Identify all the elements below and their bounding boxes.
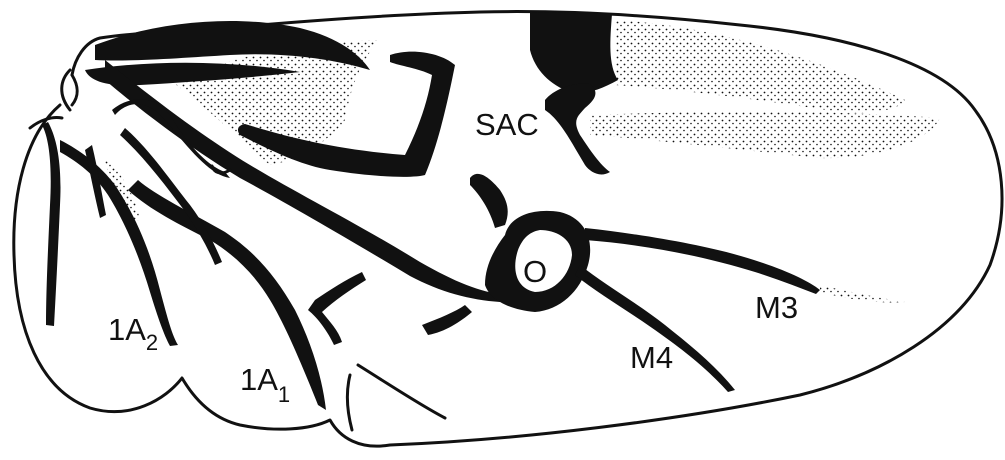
stipple-apical [615,20,905,113]
anal-crossvein [308,272,366,345]
stipple-m3-tip [820,285,905,303]
vein-2a [42,122,61,326]
label-1a2: 1A2 [108,312,158,355]
label-m3: M3 [755,290,798,325]
label-1a2-base: 1A [108,312,146,347]
label-1a2-sub: 2 [146,330,158,355]
label-1a1-base: 1A [240,362,278,397]
o-cell-stub-lower [422,305,472,335]
stipple-mid-band [590,112,940,159]
label-sac: SAC [475,107,539,142]
m3-vein [585,228,820,294]
label-1a1-sub: 1 [278,382,290,407]
stigma-block [530,12,618,93]
o-cell-stub-upper [470,174,508,228]
label-o: O [523,254,547,289]
label-m4: M4 [630,340,673,375]
label-1a1: 1A1 [240,362,290,407]
